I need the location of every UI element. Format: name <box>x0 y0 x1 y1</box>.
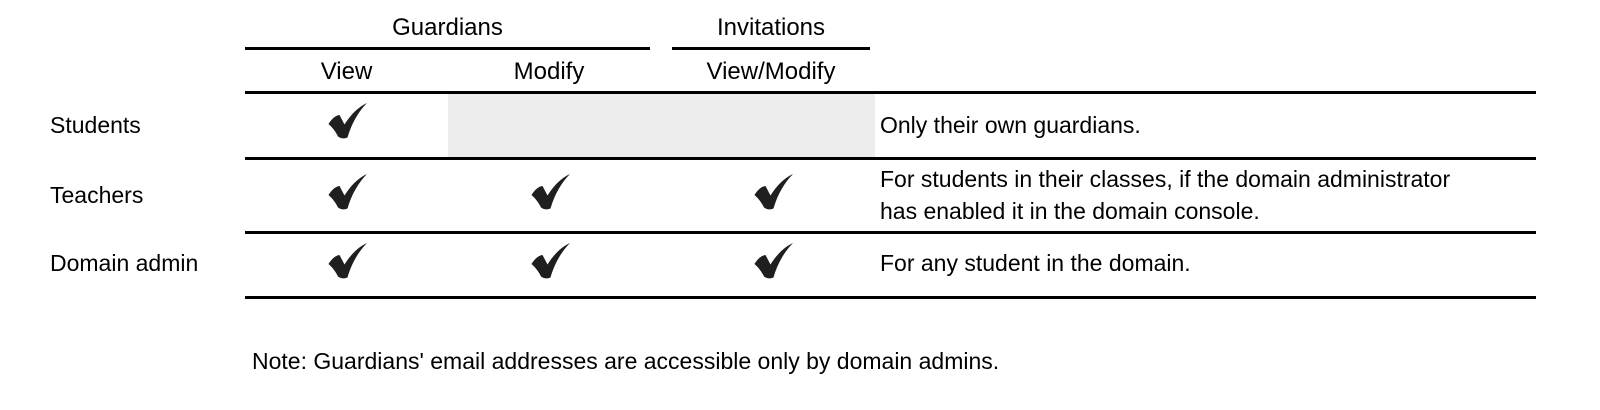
footnote: Note: Guardians' email addresses are acc… <box>252 348 1000 374</box>
column-header-view-modify: View/Modify <box>706 58 836 85</box>
table-rule-bottom <box>245 296 1536 299</box>
invitations-group-header: Invitations <box>716 14 826 41</box>
column-header-view: View <box>320 58 373 85</box>
check-icon <box>324 102 368 142</box>
guardians-group-underline <box>245 47 650 50</box>
students-not-applicable-cells <box>448 94 875 157</box>
check-icon <box>750 242 794 282</box>
check-icon <box>324 242 368 282</box>
invitations-group-underline <box>672 47 870 50</box>
row-label-students: Students <box>50 112 141 138</box>
column-header-modify: Modify <box>513 58 585 85</box>
row-label-domain-admin: Domain admin <box>50 250 199 276</box>
row-note-teachers: For students in their classes, if the do… <box>880 166 1451 224</box>
check-icon <box>324 173 368 213</box>
check-icon <box>750 173 794 213</box>
check-icon <box>527 242 571 282</box>
check-icon <box>527 173 571 213</box>
guardians-group-header: Guardians <box>392 14 503 41</box>
row-label-teachers: Teachers <box>50 182 144 208</box>
row-note-students: Only their own guardians. <box>880 112 1141 138</box>
row-note-domain-admin: For any student in the domain. <box>880 250 1191 276</box>
table-rule-after-students <box>245 157 1536 160</box>
table-rule-top <box>245 91 1536 94</box>
table-rule-after-teachers <box>245 231 1536 234</box>
